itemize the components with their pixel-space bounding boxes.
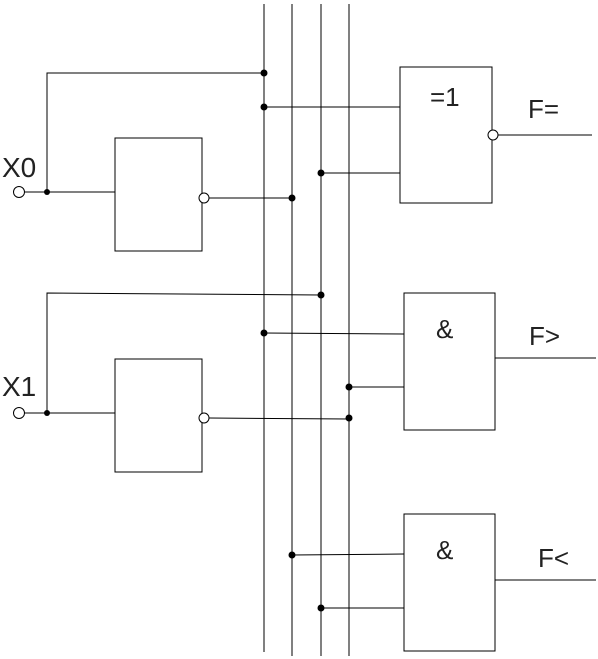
junction-x1-bus <box>317 291 325 299</box>
output-label-gt: F> <box>529 321 560 351</box>
and-gate-greater-box <box>403 292 496 431</box>
junction-not-x0-bus <box>288 194 296 202</box>
xnor-gate-label: =1 <box>430 82 460 112</box>
wire-not-x0-to-and-lt <box>291 553 405 556</box>
junction-not-x1-and-gt <box>345 383 353 391</box>
and-gate-less: & F< <box>288 513 596 652</box>
inverter-x0-output-bubble <box>198 192 210 204</box>
wire-x0-to-bus <box>46 72 264 192</box>
and-gate-less-box <box>403 513 496 652</box>
junction-x0-xnor <box>260 103 268 111</box>
and-gate-less-label: & <box>436 535 453 565</box>
and-gate-greater: & F> <box>260 292 596 431</box>
wire-x0-to-and-gt <box>263 332 405 335</box>
input-label-x1: X1 <box>2 371 36 402</box>
inverter-x0-box <box>114 137 203 252</box>
junction-x0-bus <box>260 69 268 77</box>
input-x0-section: X0 <box>2 69 296 252</box>
output-label-lt: F< <box>538 543 569 573</box>
wire-x1-to-bus <box>46 292 322 413</box>
input-label-x0: X0 <box>2 152 36 183</box>
wire-not-x1-out <box>208 417 350 420</box>
inverter-x1-output-bubble <box>198 412 210 424</box>
junction-x0-and-gt <box>260 329 268 337</box>
inverter-x1-box <box>114 358 203 473</box>
junction-not-x1-bus <box>345 414 353 422</box>
input-terminal-x0 <box>13 186 25 198</box>
junction-x1-and-lt <box>317 604 325 612</box>
junction-x1-xnor <box>317 169 325 177</box>
junction-not-x0-and-lt <box>288 551 296 559</box>
input-terminal-x1 <box>13 407 25 419</box>
bus-lines <box>263 4 350 656</box>
output-label-eq: F= <box>528 94 559 124</box>
xnor-gate: =1 F= <box>260 66 592 204</box>
xnor-gate-box <box>399 66 493 204</box>
input-x1-section: X1 <box>2 291 353 473</box>
xnor-output-bubble <box>487 129 499 141</box>
and-gate-greater-label: & <box>436 314 453 344</box>
